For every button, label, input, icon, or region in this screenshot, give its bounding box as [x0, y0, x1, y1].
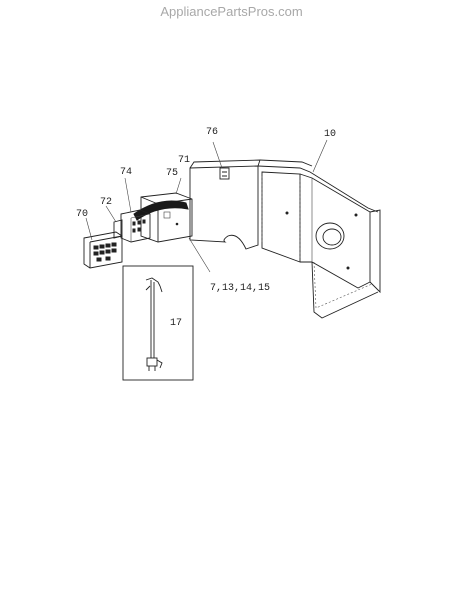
callout-71: 71: [178, 155, 190, 166]
leader-10: [312, 139, 328, 173]
watermark: AppliancePartsPros.com: [160, 4, 303, 19]
callout-70: 70: [76, 209, 88, 220]
callout-10: 10: [324, 129, 336, 140]
part-10-housing[interactable]: [189, 159, 381, 319]
callout-17: 17: [170, 318, 182, 329]
part-17-detail-box[interactable]: [122, 265, 194, 381]
callout-72: 72: [100, 197, 112, 208]
part-74-terminal[interactable]: [120, 177, 151, 243]
part-76-clip[interactable]: [212, 141, 230, 180]
callout-76: 76: [206, 127, 218, 138]
leader-7-13-14-15: [188, 237, 211, 273]
part-71-control-box[interactable]: [140, 192, 193, 243]
part-70-control-panel[interactable]: [83, 217, 123, 269]
part-75-harness[interactable]: [133, 177, 189, 221]
callout-74: 74: [120, 167, 132, 178]
callout-7-13-14-15: 7,13,14,15: [210, 283, 270, 294]
callout-75: 75: [166, 168, 178, 179]
